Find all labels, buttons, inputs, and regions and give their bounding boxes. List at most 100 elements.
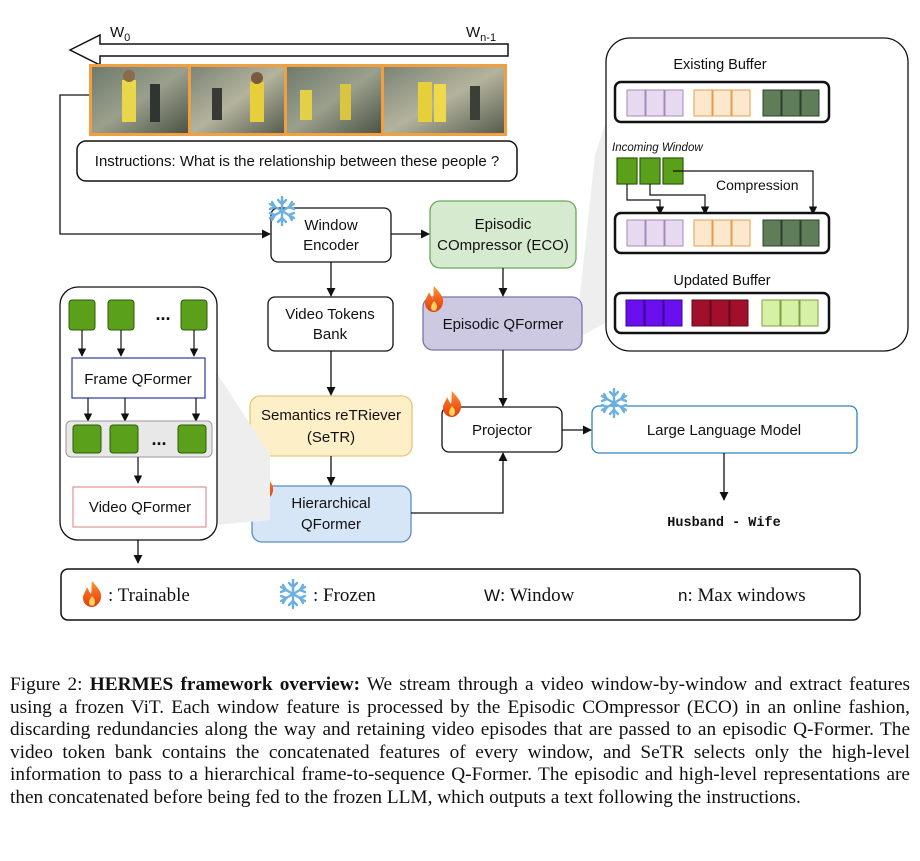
buffer-token <box>693 89 713 117</box>
buffer-token <box>625 299 645 327</box>
buffer-token <box>710 299 730 327</box>
buffer-token <box>712 219 732 247</box>
buffer-token <box>693 219 713 247</box>
caption-body: We stream through a video window-by-wind… <box>10 674 911 808</box>
instructions-text: Instructions: What is the relationship b… <box>95 153 499 170</box>
buffer-token <box>762 219 782 247</box>
llm-label: Large Language Model <box>647 422 801 439</box>
hier-to-projector-arrow <box>411 452 508 514</box>
hierarchical-detail-panel: ... Frame QFormer ... Video QFormer <box>59 286 218 541</box>
buffer-token <box>780 299 800 327</box>
trainable-icon <box>425 286 444 312</box>
buffer-token <box>762 89 782 117</box>
tokens-bank-line1: Video Tokens <box>285 306 375 323</box>
merging-buffer <box>613 211 831 255</box>
hierarchical-qformer-block: Hierarchical QFormer <box>251 485 412 543</box>
timeline-arrow <box>68 33 509 67</box>
buffer-token <box>664 219 684 247</box>
projector-label: Projector <box>472 422 532 439</box>
eco-block: Episodic COmpressor (ECO) <box>429 200 577 269</box>
updated-buffer <box>613 291 831 335</box>
frames-to-encoder-arrow <box>59 94 271 239</box>
wn-label: Wn-1 <box>466 24 496 44</box>
frame-qformer-label: Frame QFormer <box>84 371 192 388</box>
buffer-token <box>761 299 781 327</box>
buffer-token <box>800 219 820 247</box>
window-encoder-line1: Window <box>304 217 358 234</box>
eco-line1: Episodic <box>475 216 532 233</box>
compression-arrows <box>626 170 818 215</box>
ellipsis: ... <box>155 304 170 324</box>
video-qformer-label: Video QFormer <box>89 499 191 516</box>
frame-qformer-block <box>71 357 206 399</box>
episodic-qformer-block: Episodic QFormer <box>422 296 583 351</box>
buffer-panel: Existing Buffer Incoming Window Compress… <box>605 37 909 352</box>
buffer-token <box>729 299 749 327</box>
window-encoder-block: Window Encoder <box>270 207 392 263</box>
buffer-token <box>799 299 819 327</box>
buffer-token <box>626 89 646 117</box>
buffer-token <box>731 219 751 247</box>
tokens-bank-line2: Bank <box>313 326 348 343</box>
hier-line1: Hierarchical <box>291 495 370 512</box>
video-frame <box>287 67 381 133</box>
setr-block: Semantics reTRiever (SeTR) <box>249 395 413 457</box>
buffer-token <box>781 89 801 117</box>
llm-block: Large Language Model <box>591 405 858 454</box>
video-frame <box>92 67 188 133</box>
frame-token <box>180 299 208 331</box>
buffer-token <box>691 299 711 327</box>
compression-label: Compression <box>716 177 798 193</box>
eco-line2: COmpressor (ECO) <box>437 237 569 254</box>
buffer-token <box>645 219 665 247</box>
setr-line2: (SeTR) <box>307 429 355 446</box>
buffer-token <box>781 219 801 247</box>
window-encoder-line2: Encoder <box>303 237 359 254</box>
buffer-token <box>664 89 684 117</box>
video-qformer-block <box>72 486 207 528</box>
video-frame <box>384 67 504 133</box>
legend-frozen: : Frozen <box>313 585 376 606</box>
trainable-icon <box>443 391 462 417</box>
caption-prefix: Figure 2: <box>10 674 90 695</box>
buffer-token <box>731 89 751 117</box>
legend-window: W: Window <box>484 585 575 606</box>
hermes-diagram: W0 Wn-1 Instructions: What i <box>59 24 909 621</box>
incoming-window-label: Incoming Window <box>612 142 703 154</box>
panel-shadow <box>575 110 610 340</box>
setr-line1: Semantics reTRiever <box>261 407 401 424</box>
existing-buffer-title: Existing Buffer <box>673 57 766 73</box>
buffer-token <box>644 299 664 327</box>
episodic-qformer-label: Episodic QFormer <box>443 316 564 333</box>
query-token <box>109 424 139 454</box>
legend: : Trainable : Frozen W: Window n: Max wi… <box>60 568 861 621</box>
ellipsis: ... <box>151 429 166 449</box>
buffer-token <box>712 89 732 117</box>
legend-max-windows: n: Max windows <box>678 585 806 606</box>
query-token-row <box>65 420 213 458</box>
incoming-token <box>639 157 661 185</box>
video-tokens-bank-block: Video Tokens Bank <box>267 296 394 352</box>
query-token <box>177 424 207 454</box>
legend-trainable: : Trainable <box>108 585 190 606</box>
existing-buffer <box>613 80 831 124</box>
video-frames-strip <box>89 64 507 136</box>
buffer-token <box>645 89 665 117</box>
frame-token <box>107 299 135 331</box>
instructions-box: Instructions: What is the relationship b… <box>76 140 518 182</box>
hier-line2: QFormer <box>301 516 361 533</box>
incoming-token <box>616 157 638 185</box>
buffer-token <box>800 89 820 117</box>
buffer-token <box>626 219 646 247</box>
buffer-token <box>663 299 683 327</box>
projector-block: Projector <box>441 406 563 453</box>
updated-buffer-title: Updated Buffer <box>673 273 770 289</box>
output-text: Husband - Wife <box>667 516 780 531</box>
w0-label: W0 <box>110 24 130 44</box>
query-token <box>72 424 102 454</box>
video-frame <box>191 67 284 133</box>
frame-token <box>68 299 96 331</box>
panel-shadow <box>215 370 270 525</box>
caption-bold: HERMES framework overview: <box>89 674 361 695</box>
figure-caption: Figure 2: HERMES framework overview: We … <box>10 674 910 810</box>
